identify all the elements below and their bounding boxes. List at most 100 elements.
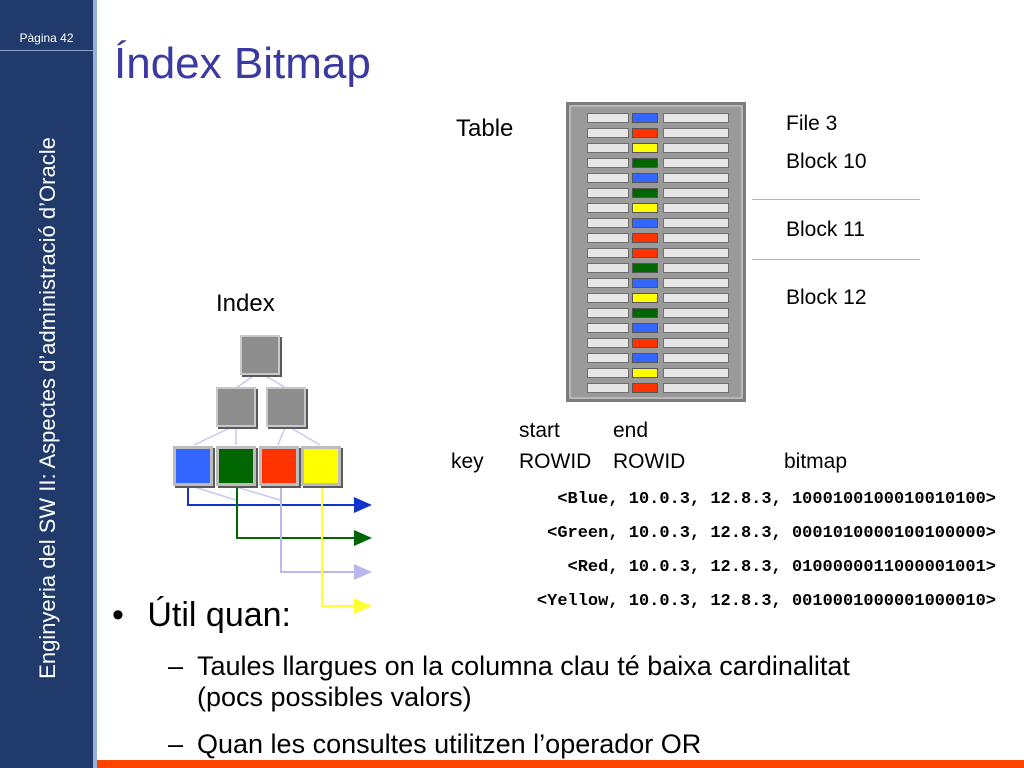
table-cell [587,278,629,288]
table-key-cell-blue [632,173,658,183]
table-row [587,308,733,318]
table-cell [663,218,729,228]
table-row [587,158,733,168]
table-row [587,263,733,273]
table-cell [663,188,729,198]
bitmap-entry-blue: <Blue, 10.0.3, 12.8.3, 10001001000100101… [557,490,996,509]
bottom-accent-bar [97,760,1024,768]
index-leaf-blue [173,446,213,486]
file-label: File 3 [786,112,838,135]
table-cell [663,383,729,393]
table-key-cell-blue [632,353,658,363]
table-cell [587,158,629,168]
table-key-cell-red [632,248,658,258]
index-branch-node-right [266,387,306,427]
sidebar-edge [93,0,97,768]
table-key-cell-blue [632,218,658,228]
table-cell [587,323,629,333]
sub-bullet-2-text: Quan les consultes utilitzen l’operador … [197,729,702,759]
table-key-cell-red [632,338,658,348]
table-cell [663,278,729,288]
block-11-label: Block 11 [786,218,865,241]
page-number: Pàgina 42 [19,31,74,45]
slide-title: Índex Bitmap [114,39,371,88]
index-leaf-yellow [301,446,341,486]
table-cell [587,368,629,378]
table-label: Table [456,115,514,142]
table-cell [663,233,729,243]
table-row [587,353,733,363]
table-row [587,218,733,228]
header-start-rowid: ROWID [519,450,592,473]
table-cell [663,143,729,153]
table-graphic [566,102,746,402]
index-label: Index [216,290,275,317]
sub-bullet-dash: – [168,651,184,681]
bullet-marker: • [112,596,124,634]
table-cell [587,248,629,258]
table-row [587,188,733,198]
index-leaf-green [216,446,256,486]
table-row [587,233,733,243]
table-key-cell-blue [632,278,658,288]
header-bitmap: bitmap [784,450,848,473]
header-end-rowid: ROWID [613,450,686,473]
table-row [587,368,733,378]
table-key-cell-yellow [632,143,658,153]
table-cell [663,158,729,168]
sub-bullet-dash: – [168,729,184,759]
table-cell [663,203,729,213]
bullet-main-text: Útil quan: [147,596,291,634]
table-cell [587,308,629,318]
table-cell [587,128,629,138]
table-cell [587,233,629,243]
table-key-cell-green [632,263,658,273]
table-key-cell-red [632,128,658,138]
table-row [587,128,733,138]
index-leaf-red [259,446,299,486]
table-row [587,383,733,393]
table-key-cell-green [632,308,658,318]
header-start: start [519,419,560,442]
table-cell [587,218,629,228]
table-key-cell-green [632,158,658,168]
table-row [587,338,733,348]
table-cell [587,188,629,198]
table-cell [587,293,629,303]
bitmap-entry-yellow: <Yellow, 10.0.3, 12.8.3, 001000100000100… [536,592,996,611]
block-divider-2 [752,259,920,260]
table-row [587,143,733,153]
block-10-label: Block 10 [786,150,867,173]
table-row [587,293,733,303]
table-row [587,173,733,183]
table-cell [587,353,629,363]
table-key-cell-blue [632,113,658,123]
table-key-cell-green [632,188,658,198]
table-row [587,323,733,333]
table-cell [663,308,729,318]
table-row [587,248,733,258]
table-key-cell-yellow [632,293,658,303]
table-cell [663,353,729,363]
header-key: key [451,450,484,473]
table-cell [587,263,629,273]
table-cell [663,173,729,183]
table-key-cell-blue [632,323,658,333]
table-cell [587,173,629,183]
block-divider-1 [752,199,920,200]
table-cell [587,143,629,153]
index-branch-node-left [216,387,256,427]
bitmap-entry-red: <Red, 10.0.3, 12.8.3, 010000001100000100… [567,558,996,577]
table-cell [663,248,729,258]
table-cell [587,203,629,213]
table-row [587,113,733,123]
table-cell [663,263,729,273]
sub-bullet-1-text: Taules llargues on la columna clau té ba… [197,651,850,712]
table-key-cell-yellow [632,203,658,213]
table-row [587,278,733,288]
table-cell [587,338,629,348]
bullet-main: • Útil quan: [112,596,291,635]
table-cell [587,113,629,123]
table-cell [663,293,729,303]
table-key-cell-yellow [632,368,658,378]
